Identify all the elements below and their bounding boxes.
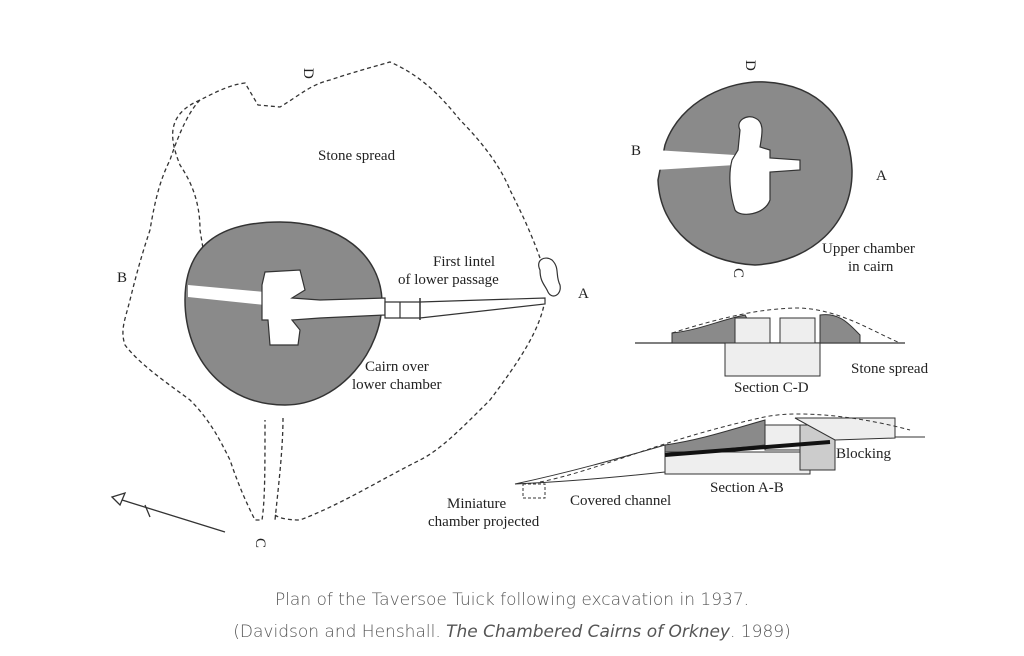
- upper-marker-d: D: [742, 60, 758, 71]
- marker-c: C: [252, 538, 268, 548]
- stone-spread-outline-left: [122, 99, 266, 521]
- upper-marker-a: A: [876, 168, 887, 184]
- label-section-ab: Section A-B: [710, 480, 784, 496]
- label-section-stone-spread: Stone spread: [851, 361, 929, 377]
- label-blocking: Blocking: [836, 446, 891, 462]
- north-arrow-icon: [110, 491, 226, 533]
- label-section-cd: Section C-D: [734, 380, 809, 396]
- lower-chamber: [261, 269, 386, 346]
- section-cd: [635, 307, 905, 377]
- label-first-lintel-1: First lintel: [433, 254, 495, 270]
- label-miniature-2: chamber projected: [428, 514, 540, 530]
- label-covered-channel: Covered channel: [570, 493, 671, 509]
- upper-marker-b: B: [631, 143, 641, 159]
- stone-spread-outline-right-leg: [274, 417, 284, 521]
- upper-chamber: [729, 116, 801, 215]
- caption-book-title: The Chambered Cairns of Orkney: [446, 622, 730, 642]
- label-stone-spread: Stone spread: [318, 148, 396, 164]
- caption-authors: (Davidson and Henshall.: [233, 622, 447, 642]
- lower-passage-west: [188, 285, 265, 305]
- upper-passage: [655, 150, 735, 170]
- label-upper-chamber-2: in cairn: [848, 259, 894, 275]
- taversoe-tuick-plan-diagram: Stone spread First lintel of lower passa…: [110, 60, 929, 548]
- label-first-lintel-2: of lower passage: [398, 272, 499, 288]
- marker-a: A: [578, 286, 589, 302]
- upper-marker-c: C: [730, 268, 746, 278]
- caption-year: . 1989): [730, 622, 791, 642]
- label-upper-chamber-1: Upper chamber: [822, 241, 915, 257]
- miniature-chamber-plan: [538, 257, 561, 297]
- marker-d: D: [300, 68, 316, 79]
- caption-line-1: Plan of the Taversoe Tuick following exc…: [274, 590, 750, 610]
- caption-line-2: (Davidson and Henshall. The Chambered Ca…: [0, 622, 1024, 642]
- lower-passage-east: [384, 297, 546, 319]
- label-cairn-over-1: Cairn over: [365, 359, 429, 375]
- label-cairn-over-2: lower chamber: [352, 377, 442, 393]
- marker-b: B: [117, 270, 127, 286]
- section-ab: [514, 413, 925, 499]
- label-miniature-1: Miniature: [447, 496, 506, 512]
